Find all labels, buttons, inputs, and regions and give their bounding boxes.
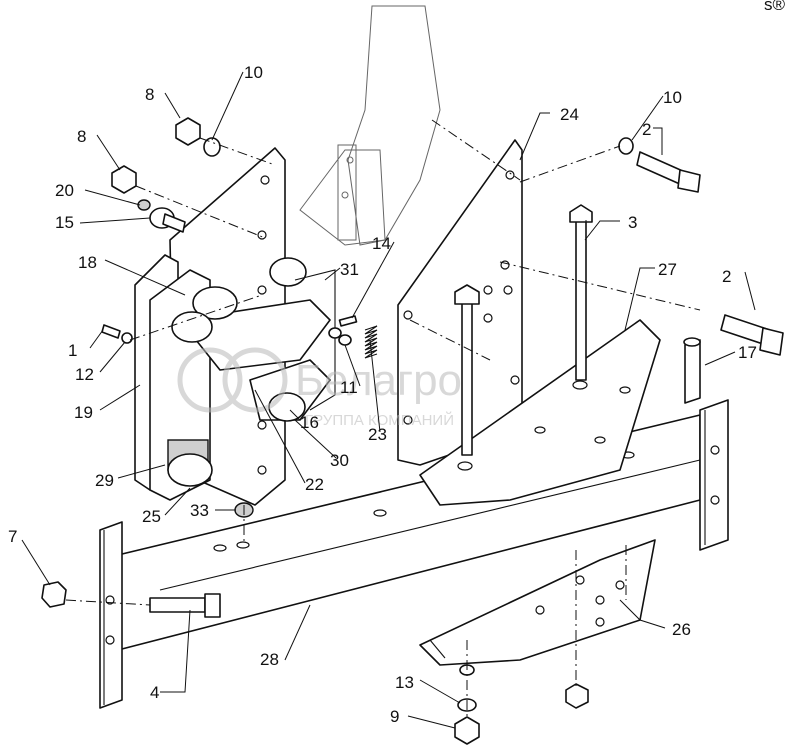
bolt-2a (636, 151, 701, 193)
callout-16: 16 (300, 413, 319, 432)
watermark-brand: Белагро (295, 356, 462, 405)
nut-8a (175, 117, 201, 146)
nut-7 (41, 581, 67, 608)
corner-mark: s® aaa (764, 0, 790, 14)
callout-1: 1 (68, 341, 77, 360)
nut-16 (328, 327, 342, 339)
left-end-plate (99, 521, 123, 709)
bolt-1 (101, 324, 133, 344)
callout-18: 18 (78, 253, 97, 272)
callout-27: 27 (658, 260, 677, 279)
callout-30: 30 (330, 451, 349, 470)
nut-9b (565, 683, 589, 709)
watermark-tagline: ГРУППА КОМПАНИЙ (305, 411, 454, 429)
watermark: Белагро ГРУППА КОМПАНИЙ (177, 347, 462, 429)
callout-19: 19 (74, 403, 93, 422)
callout-12: 12 (75, 365, 94, 384)
callout-17: 17 (738, 343, 757, 362)
callout-4: 4 (150, 683, 159, 702)
nut-9 (454, 716, 480, 745)
callout-9: 9 (390, 707, 399, 726)
bushing-17 (683, 337, 701, 404)
callout-29: 29 (95, 471, 114, 490)
callout-8b: 8 (77, 127, 86, 146)
callout-labels: 8 10 8 20 15 18 1 12 19 29 25 33 7 4 28 … (8, 63, 757, 726)
callout-10a: 10 (244, 63, 263, 82)
callout-24: 24 (560, 105, 579, 124)
bolt-4 (149, 593, 221, 618)
nut-8b (111, 165, 137, 194)
callout-11: 11 (340, 378, 358, 397)
ghost-column-outline (299, 5, 441, 246)
callout-28: 28 (260, 650, 279, 669)
callout-31: 31 (340, 260, 359, 279)
callout-14: 14 (372, 234, 391, 253)
washer-10a (203, 137, 221, 157)
callout-15: 15 (55, 213, 74, 232)
callout-10b: 10 (663, 88, 682, 107)
callout-22: 22 (305, 475, 324, 494)
washer-11 (338, 334, 352, 346)
callout-3: 3 (628, 213, 637, 232)
callout-26: 26 (672, 620, 691, 639)
callout-20: 20 (55, 181, 74, 200)
callout-8a: 8 (145, 85, 154, 104)
bushing-15 (149, 207, 186, 233)
pin-14 (338, 315, 358, 327)
callout-23: 23 (368, 425, 387, 444)
right-end-plate (699, 399, 729, 551)
callout-2a: 2 (642, 120, 651, 139)
long-bolt-3a (569, 204, 593, 381)
callout-33: 33 (190, 501, 209, 520)
bolt-2b (720, 314, 784, 356)
callout-7: 7 (8, 527, 17, 546)
leader-lines (21, 71, 756, 729)
callout-25: 25 (142, 507, 161, 526)
grease-fitting-20 (137, 199, 151, 211)
base-plate-27 (419, 319, 661, 506)
washer-10b (618, 137, 634, 155)
callout-2b: 2 (722, 267, 731, 286)
assembly-centerlines (65, 119, 701, 720)
long-bolt-3b (454, 284, 480, 456)
callout-13: 13 (395, 673, 414, 692)
